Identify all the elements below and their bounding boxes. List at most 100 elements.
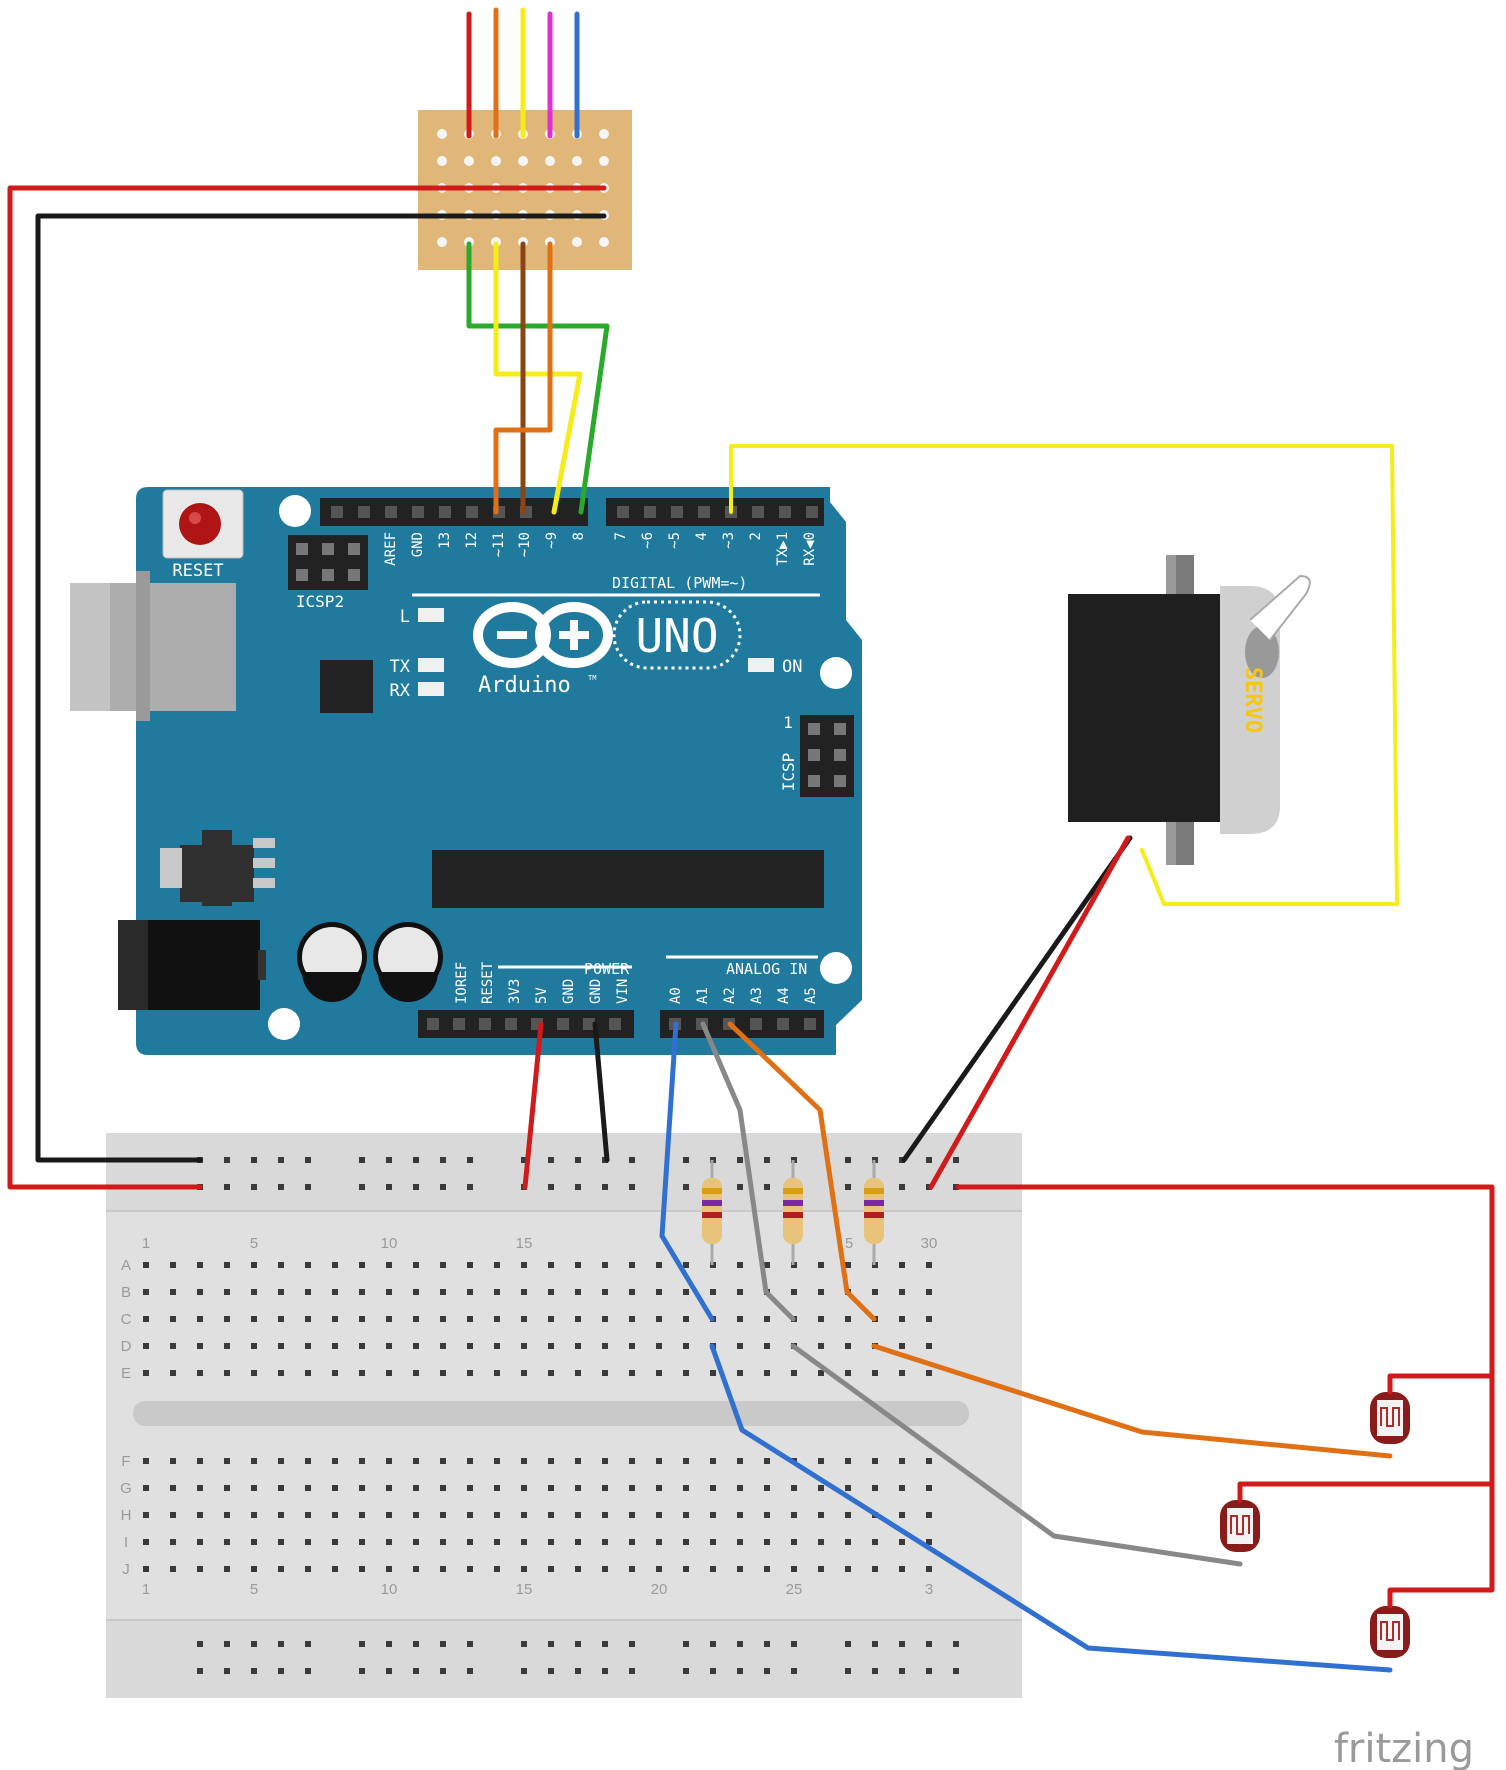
breadboard-hole (872, 1566, 878, 1572)
header-pin (466, 506, 478, 518)
power-rail-hole (737, 1668, 743, 1674)
breadboard-hole (224, 1289, 230, 1295)
wire-yellow-pin9 (493, 241, 583, 515)
breadboard-hole (440, 1512, 446, 1518)
power-rail-hole (629, 1668, 635, 1674)
power-rail-hole (467, 1184, 473, 1190)
pin-label: ~9 (544, 532, 560, 549)
breadboard-hole (683, 1512, 689, 1518)
breadboard-hole (440, 1458, 446, 1464)
power-rail-hole (683, 1641, 689, 1647)
breadboard-hole (656, 1485, 662, 1491)
breadboard-hole (197, 1512, 203, 1518)
power-rail-hole (278, 1668, 284, 1674)
column-label: 15 (516, 1235, 533, 1252)
resistor-band (702, 1212, 722, 1218)
breadboard-hole (710, 1512, 716, 1518)
power-rail-hole (899, 1668, 905, 1674)
power-rail-hole (467, 1157, 473, 1163)
breadboard-hole (170, 1289, 176, 1295)
breadboard-hole (764, 1262, 770, 1268)
breadboard-hole (521, 1343, 527, 1349)
pin-label: RX◀0 (802, 532, 818, 566)
breadboard-hole (386, 1370, 392, 1376)
header-pin (385, 506, 397, 518)
breadboard-hole (872, 1370, 878, 1376)
header-pin (427, 1018, 439, 1030)
breadboard-hole (224, 1539, 230, 1545)
power-rail-hole (791, 1641, 797, 1647)
breadboard-hole (251, 1566, 257, 1572)
power-rail-hole (710, 1641, 716, 1647)
breadboard-hole (305, 1316, 311, 1322)
perfboard-hole (437, 237, 447, 247)
breadboard-hole (413, 1485, 419, 1491)
breadboard-hole (521, 1485, 527, 1491)
power-rail-hole (845, 1184, 851, 1190)
breadboard-hole (143, 1458, 149, 1464)
arduino-logo (473, 602, 613, 668)
wire-red-5v-to-bb (522, 1021, 544, 1190)
breadboard-hole (467, 1343, 473, 1349)
breadboard-hole (224, 1485, 230, 1491)
breadboard-hole (629, 1458, 635, 1464)
photoresistor-track (1230, 1515, 1250, 1535)
reset-button[interactable] (162, 489, 244, 559)
power-rail-hole (386, 1184, 392, 1190)
breadboard-hole (521, 1512, 527, 1518)
breadboard-col-label-partial: 5 (845, 1235, 853, 1252)
led-l-label: L (400, 607, 410, 627)
power-rail-hole (764, 1157, 770, 1163)
breadboard-hole (818, 1262, 824, 1268)
breadboard-hole (737, 1289, 743, 1295)
pin-label: 13 (437, 532, 453, 549)
breadboard-hole (899, 1458, 905, 1464)
pin-label: 2 (748, 532, 764, 540)
breadboard-hole (683, 1370, 689, 1376)
pin-label: GND (410, 532, 426, 557)
breadboard-hole (521, 1458, 527, 1464)
resistor-band (783, 1188, 803, 1194)
breadboard-hole (386, 1458, 392, 1464)
breadboard-hole (386, 1262, 392, 1268)
breadboard-hole (926, 1485, 932, 1491)
digital-pin-labels-right: 7 ~6 ~5 4 ~3 2 TX▶1 RX◀0 (613, 532, 818, 566)
breadboard-hole (845, 1485, 851, 1491)
breadboard-hole (440, 1289, 446, 1295)
breadboard-hole (764, 1343, 770, 1349)
breadboard-hole (413, 1289, 419, 1295)
power-rail-hole (440, 1668, 446, 1674)
power-rail-hole (872, 1668, 878, 1674)
row-label: H (121, 1507, 132, 1524)
mounting-hole (820, 657, 852, 689)
breadboard-hole (764, 1370, 770, 1376)
breadboard-hole (521, 1566, 527, 1572)
power-rail-hole (737, 1641, 743, 1647)
breadboard-hole (926, 1539, 932, 1545)
breadboard-hole (629, 1370, 635, 1376)
power-rail-hole (737, 1184, 743, 1190)
pin-label: IOREF (454, 962, 470, 1004)
breadboard-hole (386, 1512, 392, 1518)
breadboard-hole (899, 1289, 905, 1295)
power-rail-hole (521, 1157, 527, 1163)
breadboard-hole (845, 1539, 851, 1545)
pin-label: RESET (480, 961, 496, 1004)
breadboard-hole (251, 1289, 257, 1295)
header-pin (358, 506, 370, 518)
model-label: UNO (635, 609, 718, 663)
breadboard-hole (332, 1485, 338, 1491)
breadboard-hole (818, 1289, 824, 1295)
breadboard-hole (278, 1316, 284, 1322)
power-rail-hole (224, 1668, 230, 1674)
breadboard-hole (602, 1512, 608, 1518)
breadboard-hole (197, 1485, 203, 1491)
breadboard-hole (791, 1539, 797, 1545)
power-rail-hole (440, 1157, 446, 1163)
breadboard-hole (359, 1539, 365, 1545)
breadboard-hole (251, 1370, 257, 1376)
perfboard-hole (599, 156, 609, 166)
power-rail-hole (467, 1641, 473, 1647)
